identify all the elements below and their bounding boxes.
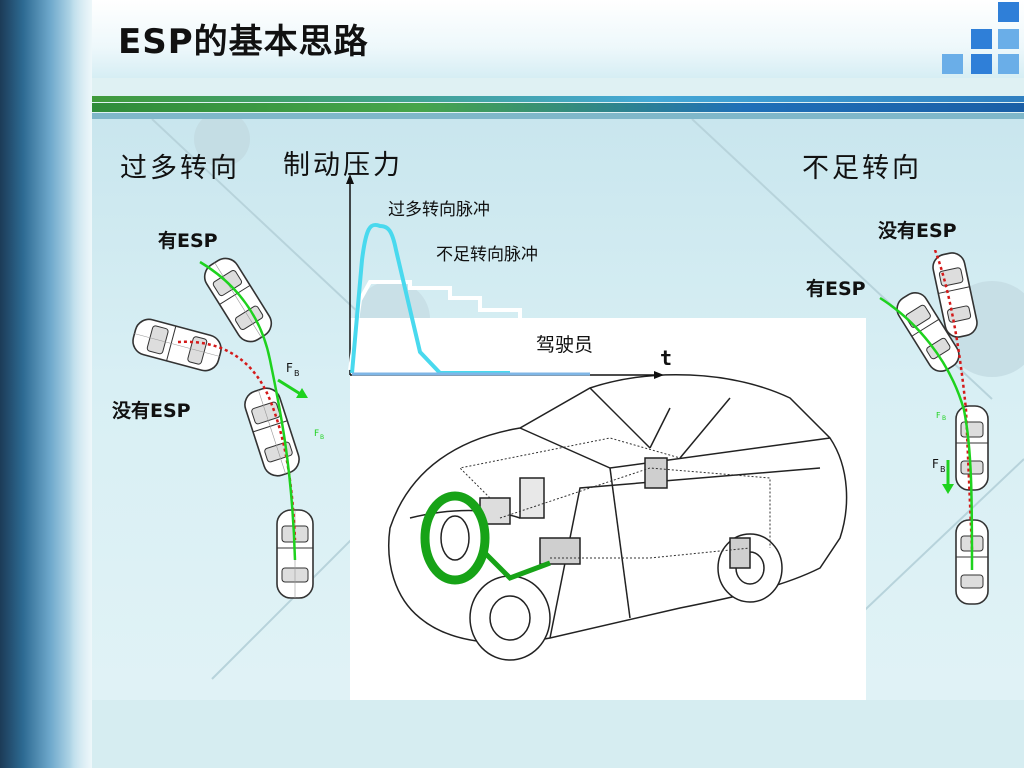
header-band bbox=[92, 0, 1024, 78]
x-axis-arrow bbox=[654, 371, 664, 379]
slide-title: ESP的基本思路 bbox=[118, 22, 369, 62]
oversteer-pulse-label: 过多转向脉冲 bbox=[388, 200, 490, 220]
esp-path bbox=[879, 296, 974, 571]
oversteer-heading: 过多转向 bbox=[120, 153, 240, 184]
force-symbol-faded: F bbox=[314, 429, 319, 439]
arrow-down-icon bbox=[942, 484, 954, 494]
understeer-heading: 不足转向 bbox=[802, 153, 922, 184]
car-top-view-icon bbox=[240, 383, 304, 481]
arrow-down-icon bbox=[296, 388, 308, 398]
force-subscript: B bbox=[940, 465, 946, 474]
no-esp-path bbox=[177, 340, 297, 541]
esp-path bbox=[199, 260, 297, 561]
brake-disc-highlight bbox=[420, 491, 490, 585]
header-stripe-top bbox=[92, 96, 1024, 102]
understeer-pulse-label: 不足转向脉冲 bbox=[436, 245, 538, 265]
left-without-esp-label: 没有ESP bbox=[112, 400, 191, 422]
oversteer-scenario: F B F B bbox=[129, 252, 324, 599]
force-symbol: F bbox=[932, 457, 939, 471]
footer-band bbox=[92, 700, 1024, 768]
header-stripe-main bbox=[92, 103, 1024, 112]
force-subscript: B bbox=[294, 369, 300, 378]
y-axis-arrow bbox=[346, 174, 354, 184]
right-with-esp-label: 有ESP bbox=[806, 278, 866, 300]
right-without-esp-label: 没有ESP bbox=[878, 220, 957, 242]
car-illustration-panel bbox=[350, 318, 866, 700]
force-symbol: F bbox=[286, 361, 293, 375]
car-top-view-icon bbox=[198, 252, 278, 348]
left-decor-bar bbox=[0, 0, 92, 768]
oversteer-pulse-curve bbox=[350, 223, 510, 375]
logo-squares bbox=[940, 0, 1024, 80]
car-cutaway-illustration bbox=[388, 374, 848, 661]
time-axis-label: t bbox=[660, 346, 673, 370]
understeer-pulse-curve bbox=[348, 280, 522, 371]
force-arrow bbox=[277, 378, 303, 397]
understeer-scenario: F B F B bbox=[879, 250, 989, 605]
force-subscript-faded: B bbox=[320, 434, 324, 441]
brake-pressure-chart bbox=[346, 174, 664, 379]
brake-pressure-heading: 制动压力 bbox=[283, 150, 403, 181]
header-stripe-bottom bbox=[92, 113, 1024, 119]
force-subscript-faded: B bbox=[942, 415, 946, 422]
left-with-esp-label: 有ESP bbox=[158, 230, 218, 252]
force-symbol-faded: F bbox=[936, 411, 941, 420]
driver-label: 驾驶员 bbox=[536, 334, 594, 356]
